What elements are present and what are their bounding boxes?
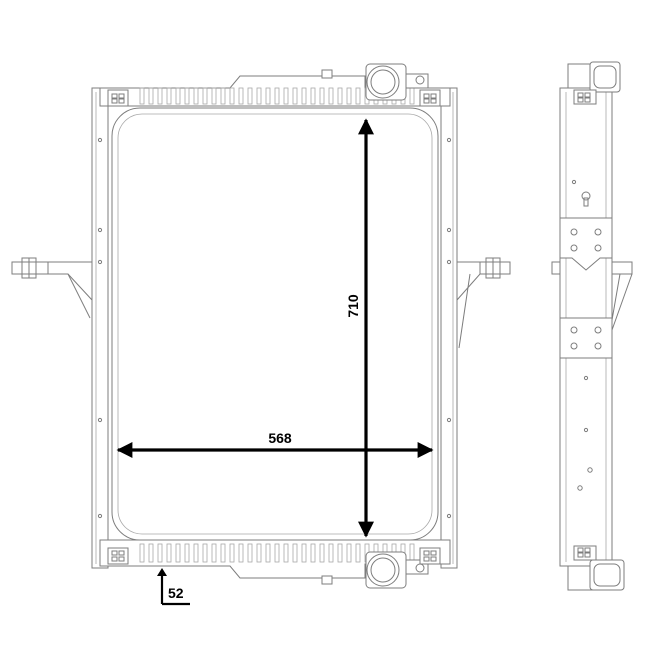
radiator-side-view bbox=[551, 61, 633, 591]
tank-rib bbox=[139, 543, 145, 563]
side-view-holes bbox=[571, 179, 593, 491]
top-filler-neck bbox=[321, 63, 429, 101]
tank-rib bbox=[211, 87, 217, 105]
tank-rib bbox=[184, 543, 190, 563]
tank-rib bbox=[211, 543, 217, 563]
top-left-bracket bbox=[107, 89, 129, 107]
depth-dimension: 52 bbox=[157, 568, 190, 606]
lower-mounting-plate bbox=[559, 317, 613, 359]
tank-rib bbox=[193, 87, 199, 105]
tank-rib bbox=[166, 543, 172, 563]
left-mounting-arm bbox=[11, 257, 93, 319]
tank-rib bbox=[301, 543, 307, 563]
tank-rib bbox=[202, 87, 208, 105]
tank-rib bbox=[229, 87, 235, 105]
tank-rib bbox=[166, 87, 172, 105]
tank-rib bbox=[139, 87, 145, 105]
tank-rib bbox=[238, 87, 244, 105]
tank-rib bbox=[265, 87, 271, 105]
tank-rib bbox=[292, 87, 298, 105]
tank-rib bbox=[328, 543, 334, 563]
tank-rib bbox=[283, 87, 289, 105]
depth-dimension-label: 52 bbox=[168, 585, 184, 601]
tank-rib bbox=[148, 543, 154, 563]
tank-rib bbox=[337, 87, 343, 105]
tank-rib bbox=[256, 87, 262, 105]
tank-rib bbox=[355, 87, 361, 105]
bottom-outlet-neck bbox=[321, 551, 429, 589]
right-side-rail bbox=[440, 87, 458, 569]
width-dimension: 568 bbox=[116, 430, 434, 458]
tank-rib bbox=[346, 87, 352, 105]
tank-rib bbox=[256, 543, 262, 563]
tank-rib bbox=[265, 543, 271, 563]
tank-rib bbox=[220, 543, 226, 563]
tank-rib bbox=[346, 543, 352, 563]
tank-rib bbox=[301, 87, 307, 105]
radiator-front-view bbox=[11, 63, 511, 589]
bottom-left-bracket bbox=[107, 547, 129, 565]
top-right-bracket bbox=[419, 89, 441, 107]
tank-rib bbox=[355, 543, 361, 563]
tank-rib bbox=[274, 87, 280, 105]
tank-rib bbox=[274, 543, 280, 563]
tank-rib bbox=[175, 543, 181, 563]
upper-mounting-plate bbox=[551, 217, 633, 331]
tank-rib bbox=[292, 543, 298, 563]
tank-rib bbox=[193, 543, 199, 563]
side-view-bottom-fitting bbox=[567, 545, 625, 591]
tank-rib bbox=[247, 543, 253, 563]
side-rail-holes bbox=[97, 137, 452, 519]
side-view-top-fitting bbox=[567, 61, 621, 105]
tank-rib bbox=[157, 543, 163, 563]
tank-rib bbox=[310, 543, 316, 563]
left-side-rail bbox=[91, 87, 109, 569]
tank-rib bbox=[157, 87, 163, 105]
tank-rib bbox=[202, 543, 208, 563]
tank-rib bbox=[283, 543, 289, 563]
tank-rib bbox=[247, 87, 253, 105]
tank-rib bbox=[148, 87, 154, 105]
tank-rib bbox=[319, 87, 325, 105]
height-dimension: 710 bbox=[345, 118, 374, 538]
bottom-right-bracket bbox=[419, 547, 441, 565]
tank-rib bbox=[175, 87, 181, 105]
tank-rib bbox=[328, 87, 334, 105]
tank-rib bbox=[319, 543, 325, 563]
keyhole-slot bbox=[581, 191, 591, 207]
tank-rib bbox=[238, 543, 244, 563]
width-dimension-label: 568 bbox=[268, 430, 292, 446]
radiator-core bbox=[111, 107, 439, 541]
tank-rib bbox=[229, 543, 235, 563]
height-dimension-label: 710 bbox=[345, 294, 361, 318]
right-mounting-arm bbox=[456, 257, 511, 349]
tank-rib bbox=[310, 87, 316, 105]
tank-rib bbox=[337, 543, 343, 563]
top-tank-ribs bbox=[139, 87, 415, 105]
tank-rib bbox=[184, 87, 190, 105]
tank-rib bbox=[220, 87, 226, 105]
